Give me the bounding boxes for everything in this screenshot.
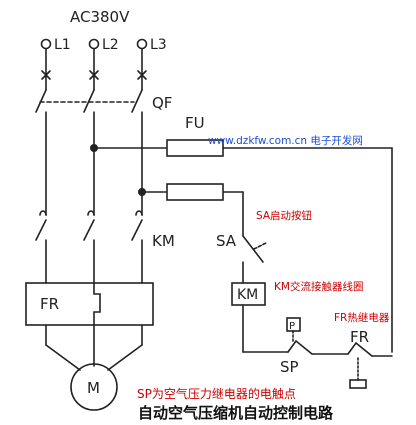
fr-contact-label: FR	[350, 328, 369, 346]
km-contact-l3	[131, 219, 143, 241]
terminal-l1	[40, 38, 52, 50]
pressure-label: P	[289, 321, 295, 332]
km-contact-l1	[35, 219, 47, 241]
fr-thermal-symbol	[349, 379, 367, 389]
terminal-l2	[88, 38, 100, 50]
qf-blade-l2	[83, 89, 95, 113]
km-contacts-label: KM	[152, 232, 175, 250]
phase-l2-label: L2	[102, 37, 119, 53]
motor	[70, 363, 118, 411]
km-coil-box	[231, 282, 266, 306]
qf-blade-l1	[35, 89, 47, 113]
diagram-title: 自动空气压缩机自动控制电路	[138, 404, 334, 422]
fr-heater	[93, 282, 101, 326]
annotation-sp: SP为空气压力继电器的电触点	[137, 386, 296, 401]
fuse-1	[166, 139, 224, 157]
fr-contact	[347, 341, 373, 357]
sa-label: SA	[216, 232, 237, 250]
terminal-l3	[136, 38, 148, 50]
phase-l1-label: L1	[54, 37, 71, 53]
motor-label: M	[87, 379, 100, 397]
fr-block	[25, 282, 154, 326]
phase-l3-label: L3	[150, 37, 167, 53]
annotation-fr: FR热继电器	[334, 311, 390, 324]
km-coil-label: KM	[237, 287, 258, 303]
watermark: www.dzkfw.com.cn 电子开发网	[208, 134, 363, 147]
sp-contact	[287, 339, 313, 355]
annotation-sa: SA启动按钮	[256, 209, 313, 222]
voltage-label: AC380V	[70, 8, 130, 26]
annotation-km: KM交流接触器线圈	[274, 280, 363, 293]
junction-l3	[138, 188, 146, 196]
fuse-2	[166, 183, 224, 201]
fu-label: FU	[185, 114, 205, 132]
sp-label: SP	[280, 358, 299, 376]
qf-blade-l3	[131, 89, 143, 113]
km-contact-l2	[83, 219, 95, 241]
fr-block-label: FR	[40, 295, 59, 313]
qf-label: QF	[152, 94, 172, 112]
sa-contact	[242, 235, 264, 263]
wiring	[25, 38, 393, 411]
junction-l2	[90, 144, 98, 152]
